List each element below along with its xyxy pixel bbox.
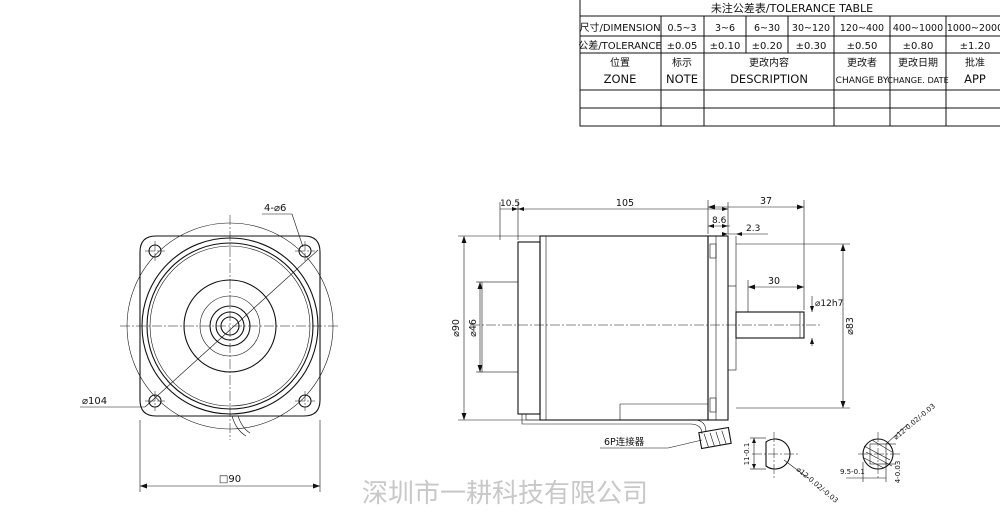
diameter-label: ⌀104	[82, 396, 107, 407]
side-view: 6P连接器 10.5 105 37 8.6 2.3 30 ⌀12h7	[451, 196, 856, 450]
header-en: APP	[964, 72, 986, 86]
header-cn: 更改日期	[898, 56, 938, 69]
dim-phi90: ⌀90	[451, 319, 462, 337]
left-height-label: 11-0.1	[743, 443, 751, 466]
connector-label: 6P连接器	[604, 436, 645, 448]
right-diameter-label: ⌀12-0.02/-0.03	[892, 402, 937, 441]
header-en: NOTE	[666, 72, 698, 86]
square-label: □90	[219, 474, 241, 485]
range-cell: 1000~2000	[947, 23, 1000, 34]
tolerance-table: 未注公差表/TOLERANCE TABLE 尺寸/DIMENSION 公差/TO…	[578, 0, 1000, 127]
shaft-section-left: 11-0.1 ⌀12-0.02/-0.03	[743, 432, 839, 505]
tolerance-label: 公差/TOLERANCE	[578, 39, 661, 52]
tolerance-cell: ±0.05	[667, 41, 698, 52]
tolerance-cell: ±1.20	[960, 41, 991, 52]
range-cell: 400~1000	[893, 23, 943, 34]
shaft-label: ⌀12h7	[815, 299, 843, 309]
tolerance-cell: ±0.10	[710, 41, 741, 52]
header-cn: 批准	[965, 56, 985, 69]
dim-10-5: 10.5	[500, 199, 520, 209]
header-cn: 更改内容	[749, 56, 789, 69]
range-cell: 30~120	[792, 23, 830, 34]
tolerance-cell: ±0.20	[752, 41, 783, 52]
front-view: 4-⌀6 ⌀104 □90	[80, 203, 340, 492]
tolerance-cell: ±0.80	[903, 41, 934, 52]
dim-37: 37	[760, 196, 772, 207]
range-cell: 120~400	[840, 23, 884, 34]
tolerance-table-title: 未注公差表/TOLERANCE TABLE	[711, 1, 873, 15]
holes-label: 4-⌀6	[264, 203, 286, 214]
header-cn: 更改者	[847, 56, 877, 69]
range-cell: 0.5~3	[667, 23, 696, 34]
tolerance-cell: ±0.50	[847, 41, 878, 52]
header-en: DESCRIPTION	[730, 72, 808, 86]
range-cell: 3~6	[715, 23, 735, 34]
right-width-label: 9.5-0.1	[840, 468, 865, 476]
header-en: CHANGE. DATE	[887, 75, 949, 85]
header-en: ZONE	[604, 72, 637, 86]
shaft-section-right: ⌀12-0.02/-0.03 9.5-0.1 4-0.03	[840, 402, 937, 483]
left-diameter-label: ⌀12-0.02/-0.03	[795, 465, 840, 504]
dimension-label: 尺寸/DIMENSION	[579, 21, 660, 34]
dim-phi83: ⌀83	[845, 317, 856, 335]
header-cn: 标示	[672, 57, 692, 69]
dim-2-3: 2.3	[746, 224, 760, 234]
dim-8-6: 8.6	[712, 216, 727, 226]
dim-30: 30	[768, 276, 780, 287]
range-cell: 6~30	[754, 23, 780, 34]
company-watermark: 深圳市一耕科技有限公司	[362, 479, 648, 509]
connector	[698, 426, 732, 450]
dim-phi46: ⌀46	[468, 319, 479, 337]
header-cn: 位置	[610, 56, 630, 69]
header-en: CHANGE BY	[836, 76, 889, 86]
dim-105: 105	[616, 198, 634, 209]
tolerance-cell: ±0.30	[796, 41, 827, 52]
right-key-label: 4-0.03	[894, 461, 902, 484]
